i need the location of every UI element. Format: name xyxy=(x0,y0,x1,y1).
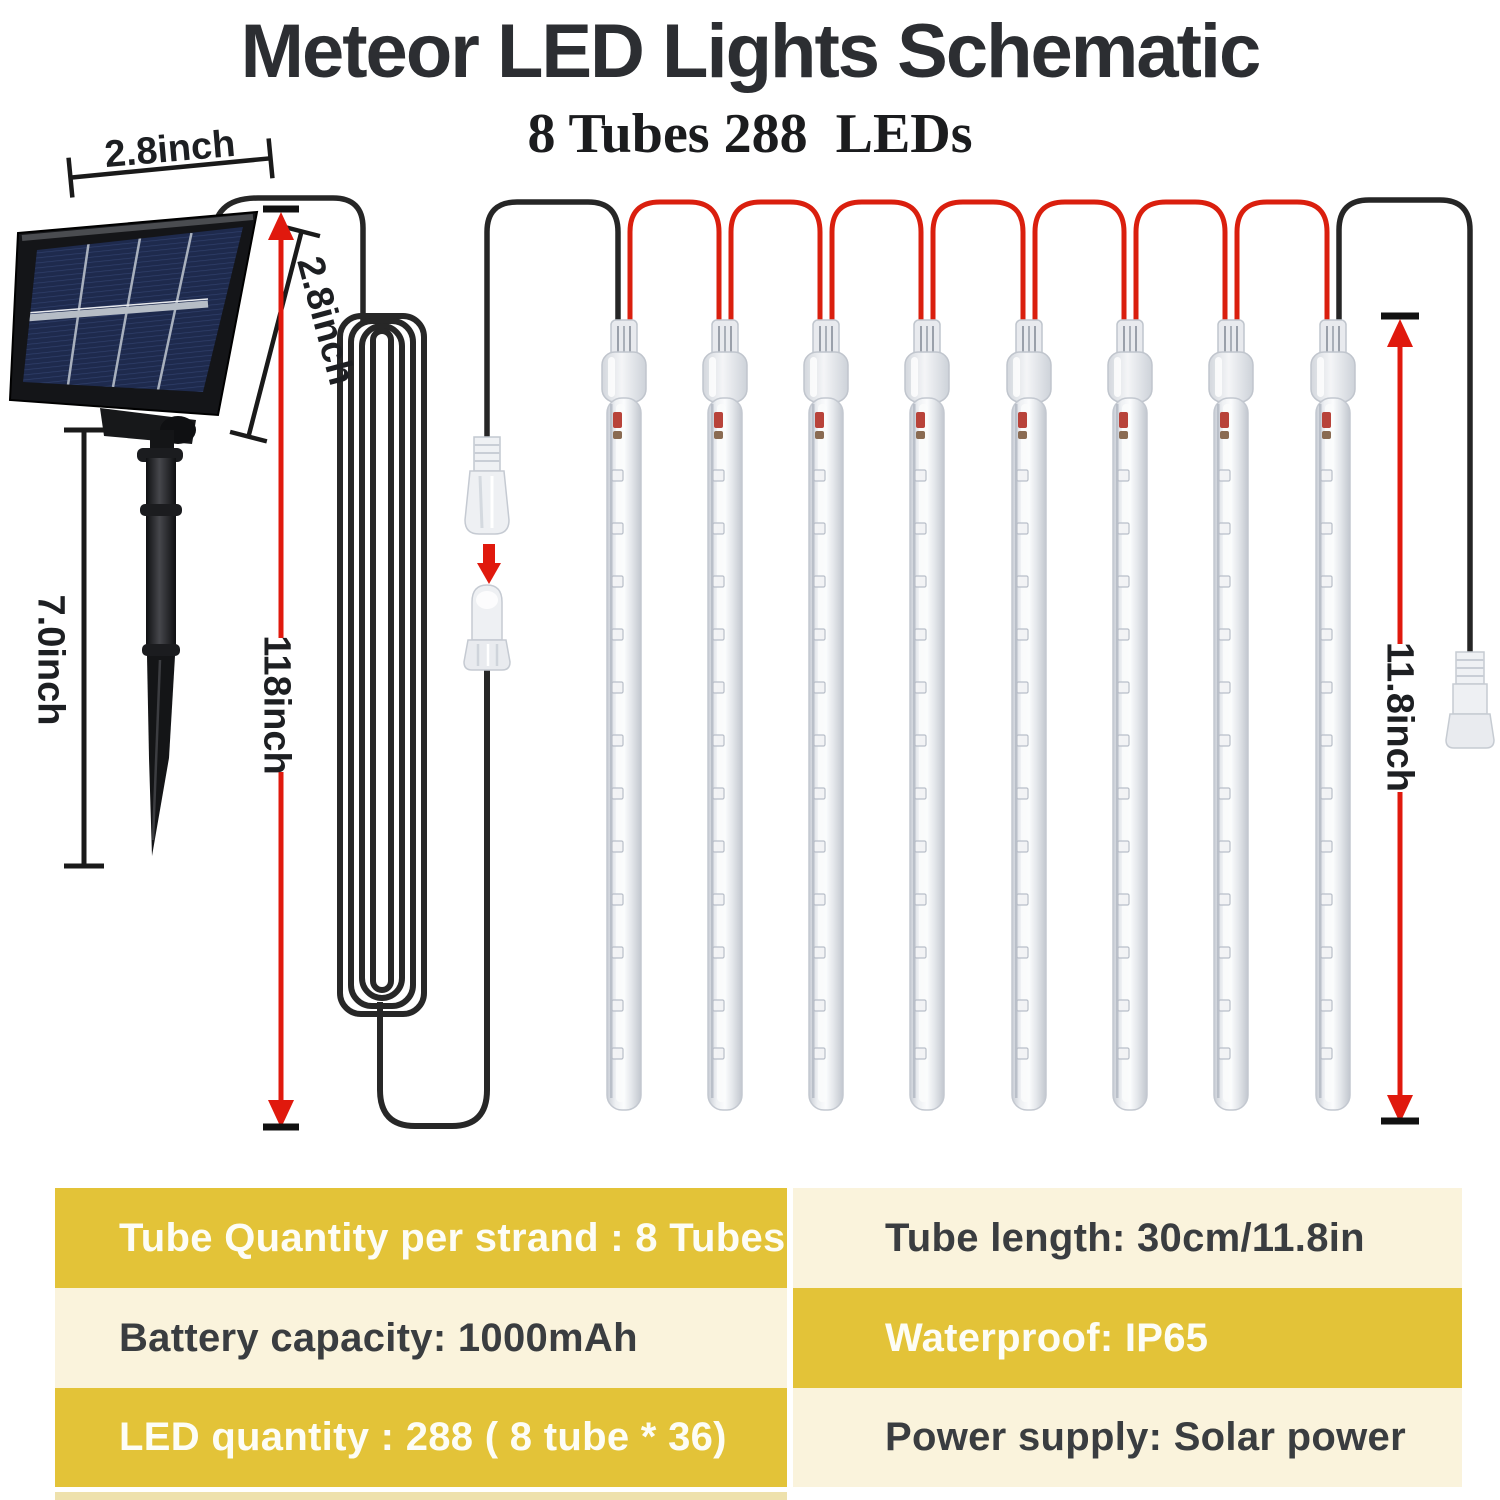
spec-cell-tube-length: Tube length: 30cm/11.8in xyxy=(793,1188,1462,1288)
male-connector xyxy=(464,436,510,535)
spec-text: Tube length: 30cm/11.8in xyxy=(885,1215,1365,1260)
led-tube xyxy=(1310,319,1356,1111)
spec-table-next-row-cropped xyxy=(55,1492,787,1500)
led-tube xyxy=(1208,319,1254,1111)
spec-text: Battery capacity: 1000mAh xyxy=(119,1315,638,1360)
led-tube xyxy=(904,319,950,1111)
led-tube-row xyxy=(601,319,1356,1111)
led-tube xyxy=(1006,319,1052,1111)
spec-table: Tube Quantity per strand : 8 Tubes Tube … xyxy=(55,1188,1462,1487)
spec-cell-tube-quantity: Tube Quantity per strand : 8 Tubes xyxy=(55,1188,787,1288)
plug-direction-arrow-icon xyxy=(477,544,501,584)
spec-cell-waterproof: Waterproof: IP65 xyxy=(793,1288,1462,1388)
cable-length-label: 118inch xyxy=(255,635,298,775)
tube-link-wire-black-tail xyxy=(1336,197,1473,654)
panel-height-dimension xyxy=(229,224,321,444)
tube-length-label: 11.8inch xyxy=(1378,642,1421,792)
spec-text: Waterproof: IP65 xyxy=(885,1315,1209,1360)
strand-end-connector xyxy=(1445,651,1495,749)
tube-link-wire-black-lead xyxy=(484,199,621,444)
tube-length-dimension xyxy=(1381,312,1419,1125)
female-connector xyxy=(463,584,511,671)
solar-panel xyxy=(8,210,259,417)
cable-coil xyxy=(337,313,427,1017)
stake-length-label: 7.0inch xyxy=(29,594,72,726)
spec-cell-battery-capacity: Battery capacity: 1000mAh xyxy=(55,1288,787,1388)
spec-text: Power supply: Solar power xyxy=(885,1415,1406,1459)
solar-panel-cell-grid xyxy=(23,227,243,392)
page-title: Meteor LED Lights Schematic xyxy=(240,9,1262,94)
stake-length-dimension xyxy=(64,427,104,869)
led-tube xyxy=(601,319,647,1111)
spec-cell-power-supply: Power supply: Solar power xyxy=(793,1388,1462,1487)
spec-text: LED quantity : 288 ( 8 tube * 36) xyxy=(119,1415,727,1459)
led-tube xyxy=(702,319,748,1111)
led-tube xyxy=(1107,319,1153,1111)
spec-cell-led-quantity: LED quantity : 288 ( 8 tube * 36) xyxy=(55,1388,787,1487)
mounting-stake xyxy=(100,408,196,856)
led-tube xyxy=(803,319,849,1111)
spec-text: Tube Quantity per strand : 8 Tubes xyxy=(119,1215,786,1260)
page-subtitle: 8 Tubes 288 LEDs xyxy=(527,103,973,165)
tube-link-wires-red xyxy=(627,199,1330,332)
panel-width-dimension xyxy=(66,138,275,198)
cable-length-dimension xyxy=(263,205,299,1131)
cable-exit-wire xyxy=(377,670,490,1129)
